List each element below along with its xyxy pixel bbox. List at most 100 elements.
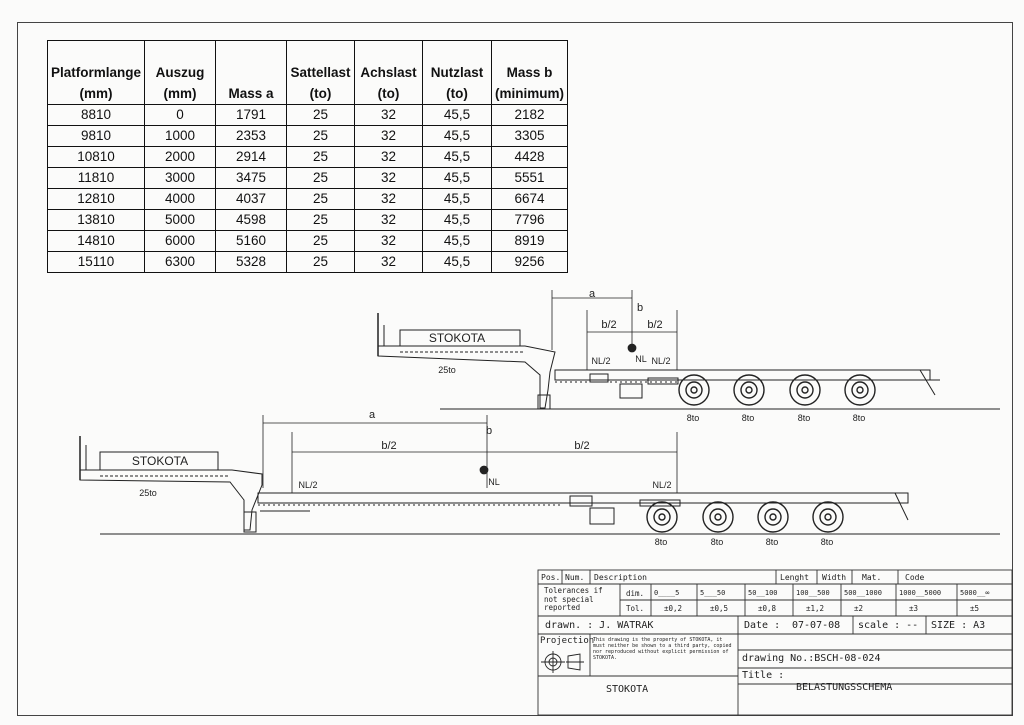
col-mass-b: Mass b (minimum) bbox=[491, 40, 569, 105]
axle-load-top-3: 8to bbox=[798, 413, 811, 423]
tb-lenght: Lenght bbox=[780, 573, 809, 582]
table-cell: 45,5 bbox=[422, 104, 493, 126]
tb-size: SIZE : A3 bbox=[931, 620, 986, 631]
gooseneck-deck-bottom bbox=[99, 451, 219, 471]
king-load-bottom: 25to bbox=[139, 488, 157, 498]
dim-half-b-bottom-2: b/2 bbox=[574, 440, 589, 452]
tolerance-range: 50__100 bbox=[748, 589, 778, 597]
nl-half-bottom-1: NL/2 bbox=[298, 480, 317, 490]
table-cell: 6674 bbox=[491, 188, 569, 210]
tb-title-label: Title : bbox=[742, 670, 785, 681]
table-cell: 45,5 bbox=[422, 209, 493, 231]
trailer-top: a b b/2 b/2 NL/2 NL NL/2 STOKOTA 25to 8t… bbox=[377, 288, 1000, 423]
tolerance-value: ±5 bbox=[970, 604, 980, 613]
deck-bottom bbox=[257, 492, 909, 504]
tolerance-value: ±3 bbox=[909, 604, 919, 613]
gooseneck-deck-top bbox=[399, 329, 521, 347]
dimensions-top bbox=[551, 290, 678, 370]
table-cell: 5551 bbox=[491, 167, 569, 189]
load-table: Platformlange (mm) Auszug (mm) Mass a Sa… bbox=[46, 40, 569, 273]
title-block-grid bbox=[537, 569, 1013, 716]
dimensions-bottom bbox=[262, 415, 678, 493]
dim-b-top: b bbox=[637, 302, 643, 314]
table-cell: 15110 bbox=[46, 251, 146, 273]
tb-drawing-no: drawing No.:BSCH-08-024 bbox=[742, 653, 881, 664]
table-cell: 2914 bbox=[215, 146, 288, 168]
nl-half-top-2: NL/2 bbox=[651, 356, 670, 366]
table-cell: 1000 bbox=[144, 125, 217, 147]
table-cell: 11810 bbox=[46, 167, 146, 189]
tb-date-label: Date : bbox=[744, 620, 781, 631]
brand-top: STOKOTA bbox=[429, 331, 485, 345]
dim-half-b-top-2: b/2 bbox=[647, 319, 662, 331]
tolerance-value: ±2 bbox=[854, 604, 864, 613]
tb-projection: Projection bbox=[540, 636, 595, 646]
deck-top bbox=[554, 369, 931, 381]
table-cell: 25 bbox=[286, 146, 356, 168]
table-cell: 9256 bbox=[491, 251, 569, 273]
axle-load-top-2: 8to bbox=[742, 413, 755, 423]
tb-tolerances-label: Tolerances if not special reported bbox=[544, 586, 603, 612]
brand-bottom: STOKOTA bbox=[132, 454, 188, 468]
dim-half-b-bottom-1: b/2 bbox=[381, 440, 396, 452]
table-cell: 4000 bbox=[144, 188, 217, 210]
tb-pos: Pos. bbox=[541, 573, 561, 582]
tb-drawn: drawn. : J. WATRAK bbox=[545, 620, 654, 631]
col-achslast: Achslast (to) bbox=[354, 40, 424, 105]
tolerance-value: ±0,8 bbox=[758, 604, 777, 613]
col-platform: Platformlange (mm) bbox=[46, 40, 146, 105]
nl-bottom: NL bbox=[488, 477, 500, 487]
dim-half-b-top-1: b/2 bbox=[601, 319, 616, 331]
table-cell: 1791 bbox=[215, 104, 288, 126]
col-sattellast: Sattellast (to) bbox=[286, 40, 356, 105]
tb-mat: Mat. bbox=[862, 573, 882, 582]
drawing-frame bbox=[17, 22, 1013, 716]
gooseneck-top bbox=[377, 345, 556, 409]
axle-load-top-4: 8to bbox=[853, 413, 866, 423]
table-cell: 45,5 bbox=[422, 251, 493, 273]
tb-code: Code bbox=[905, 573, 925, 582]
tolerance-range: 100__500 bbox=[796, 589, 830, 597]
tb-tol-label: Tol. bbox=[626, 604, 645, 613]
tb-scale: scale : -- bbox=[858, 620, 919, 631]
axle-load-bottom-1: 8to bbox=[655, 537, 668, 547]
table-cell: 14810 bbox=[46, 230, 146, 252]
tolerance-range: 5000__∞ bbox=[960, 589, 990, 597]
tb-description: Description bbox=[594, 573, 647, 582]
table-cell: 25 bbox=[286, 251, 356, 273]
tb-width: Width bbox=[822, 573, 847, 582]
trailer-bottom: a b b/2 b/2 NL/2 NL NL/2 STOKOTA 25to 8t… bbox=[79, 409, 1000, 547]
table-cell: 6300 bbox=[144, 251, 217, 273]
table-cell: 5160 bbox=[215, 230, 288, 252]
table-cell: 32 bbox=[354, 251, 424, 273]
tolerance-range: 500__1000 bbox=[844, 589, 882, 597]
tolerance-range: 0____5 bbox=[654, 589, 680, 597]
table-cell: 13810 bbox=[46, 209, 146, 231]
table-cell: 4598 bbox=[215, 209, 288, 231]
tb-title: BELASTUNGSSCHEMA bbox=[796, 682, 893, 693]
dim-a-bottom: a bbox=[369, 409, 376, 421]
col-auszug: Auszug (mm) bbox=[144, 40, 217, 105]
tb-date: 07-07-08 bbox=[792, 620, 841, 631]
king-load-top: 25to bbox=[438, 365, 456, 375]
tolerance-value: ±0,2 bbox=[664, 604, 683, 613]
table-cell: 3000 bbox=[144, 167, 217, 189]
nl-half-top-1: NL/2 bbox=[591, 356, 610, 366]
wheels-top bbox=[678, 374, 876, 406]
tb-dim-label: dim. bbox=[626, 589, 645, 598]
table-cell: 9810 bbox=[46, 125, 146, 147]
table-cell: 4037 bbox=[215, 188, 288, 210]
table-cell: 5328 bbox=[215, 251, 288, 273]
tb-company: STOKOTA bbox=[606, 684, 649, 695]
axle-load-top-1: 8to bbox=[687, 413, 700, 423]
tb-num: Num. bbox=[565, 573, 585, 582]
tolerance-value: ±0,5 bbox=[710, 604, 729, 613]
tolerance-range: 5___50 bbox=[700, 589, 726, 597]
dim-a-top: a bbox=[589, 288, 596, 300]
table-cell: 45,5 bbox=[422, 146, 493, 168]
